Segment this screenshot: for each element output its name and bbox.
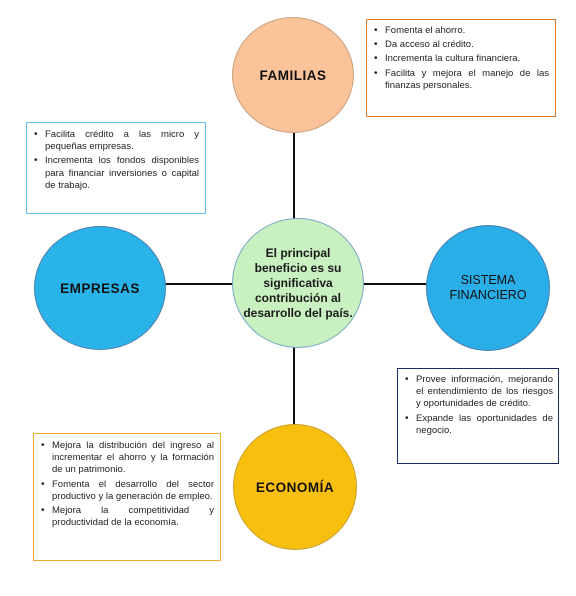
- box-sistema-financiero: Provee información, mejorando el entendi…: [397, 368, 559, 464]
- box-familias: Fomenta el ahorro. Da acceso al crédito.…: [366, 19, 556, 117]
- box-empresas: Facilita crédito a las micro y pequeñas …: [26, 122, 206, 214]
- box-empresas-list: Facilita crédito a las micro y pequeñas …: [31, 129, 199, 192]
- node-empresas-label: EMPRESAS: [60, 280, 140, 296]
- node-sistema-financiero: SISTEMA FINANCIERO: [426, 225, 550, 351]
- center-node: El principal beneficio es su significati…: [232, 218, 364, 348]
- list-item: Incrementa los fondos disponibles para f…: [34, 155, 199, 192]
- list-item: Fomenta el desarrollo del sector product…: [41, 479, 214, 503]
- node-sistema-line2: FINANCIERO: [449, 288, 527, 302]
- node-familias-label: FAMILIAS: [259, 67, 327, 83]
- list-item: Provee información, mejorando el entendi…: [405, 374, 553, 411]
- list-item: Mejora la distribución del ingreso al in…: [41, 440, 214, 477]
- list-item: Expande las oportunidades de negocio.: [405, 413, 553, 437]
- node-sistema-line1: SISTEMA: [460, 273, 516, 287]
- list-item: Mejora la competitividad y productividad…: [41, 505, 214, 529]
- node-familias: FAMILIAS: [232, 17, 354, 133]
- box-economia: Mejora la distribución del ingreso al in…: [33, 433, 221, 561]
- node-economia: ECONOMÍA: [233, 424, 357, 550]
- box-sistema-list: Provee información, mejorando el entendi…: [402, 374, 553, 437]
- list-item: Fomenta el ahorro.: [374, 25, 549, 37]
- node-sistema-label: SISTEMA FINANCIERO: [449, 273, 526, 303]
- box-economia-list: Mejora la distribución del ingreso al in…: [38, 440, 214, 529]
- box-familias-list: Fomenta el ahorro. Da acceso al crédito.…: [371, 25, 549, 92]
- center-text: El principal beneficio es su significati…: [243, 245, 353, 320]
- list-item: Incrementa la cultura financiera.: [374, 53, 549, 65]
- list-item: Facilita y mejora el manejo de las finan…: [374, 68, 549, 92]
- node-empresas: EMPRESAS: [34, 226, 166, 350]
- list-item: Da acceso al crédito.: [374, 39, 549, 51]
- node-economia-label: ECONOMÍA: [255, 479, 335, 495]
- list-item: Facilita crédito a las micro y pequeñas …: [34, 129, 199, 153]
